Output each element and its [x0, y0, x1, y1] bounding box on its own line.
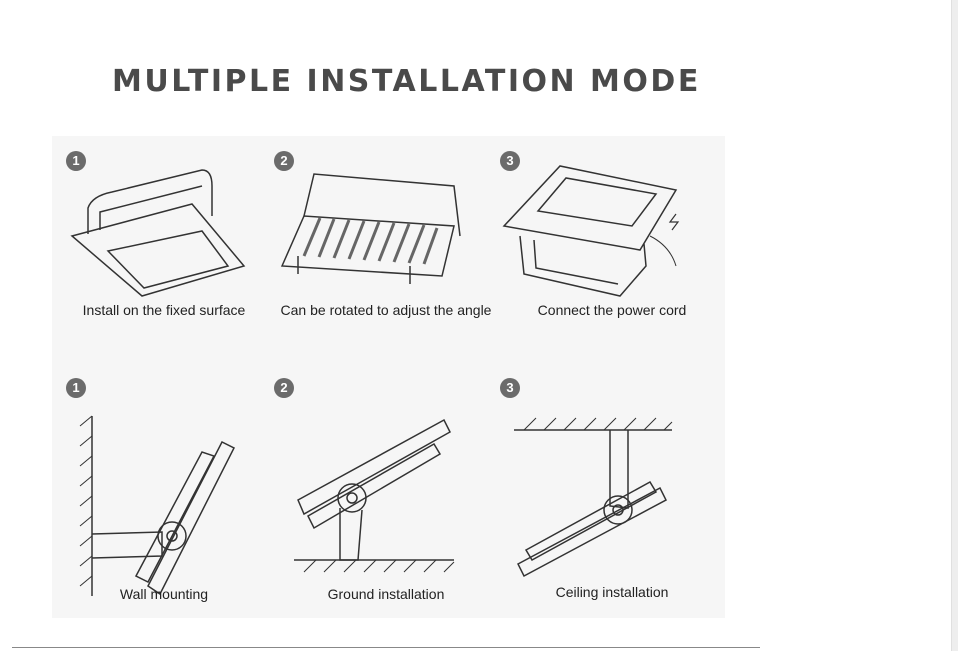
floodlight-power-icon	[502, 165, 680, 297]
divider	[12, 647, 760, 648]
ground-install-icon	[294, 418, 455, 573]
step-wall-mounting: 1 Wall mounting	[52, 376, 276, 616]
step-number: 3	[500, 378, 520, 398]
step-rotate: 2 Can be rotated to adjust the angle	[274, 136, 498, 376]
step-caption: Install on the fixed surface	[82, 302, 246, 318]
floodlight-fixed-icon	[70, 169, 246, 297]
step-fixed-surface: 1 Install on the fixed surface	[52, 136, 276, 376]
scrollbar[interactable]	[951, 0, 958, 651]
step-power-cord: 3 Connect the power cord	[500, 136, 724, 376]
wall-mount-icon	[79, 415, 236, 596]
step-number: 2	[274, 151, 294, 171]
step-caption: Wall mounting	[119, 586, 209, 602]
step-number: 1	[66, 151, 86, 171]
step-ground-installation: 2 Ground installation	[274, 376, 498, 616]
step-number: 3	[500, 151, 520, 171]
ceiling-install-icon	[514, 417, 673, 578]
step-number: 1	[66, 378, 86, 398]
step-caption: Can be rotated to adjust the angle	[280, 302, 492, 318]
installation-diagram: 1 Install on the fixed surface 2 Can be …	[52, 136, 725, 618]
step-caption: Ground installation	[327, 586, 445, 602]
page-title: MULTIPLE INSTALLATION MODE	[112, 64, 701, 99]
floodlight-rotate-icon	[280, 173, 461, 284]
step-caption: Connect the power cord	[537, 302, 687, 318]
step-number: 2	[274, 378, 294, 398]
step-ceiling-installation: 3 Ceiling installation	[500, 376, 724, 616]
step-caption: Ceiling installation	[555, 584, 669, 600]
